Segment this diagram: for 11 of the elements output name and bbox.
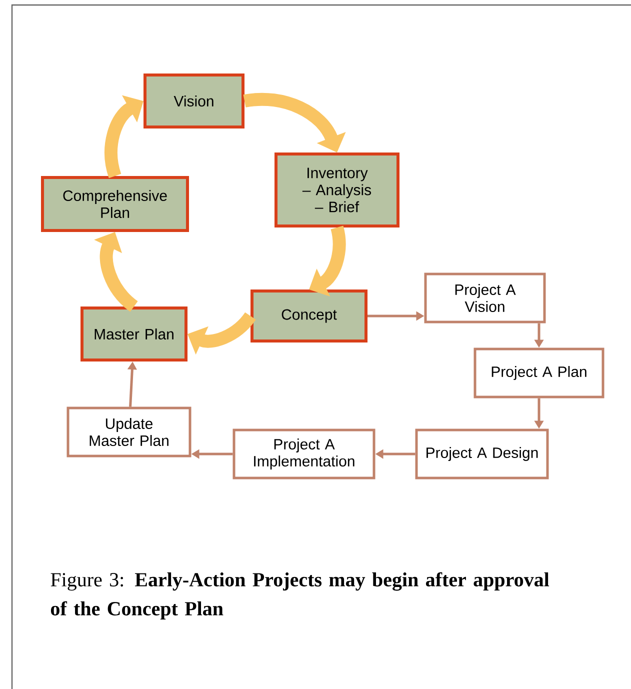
project-box: Project A Implementation <box>232 428 376 480</box>
stage-box: Inventory – Analysis – Brief <box>274 152 400 228</box>
project-box: Project A Vision <box>424 272 546 324</box>
project-box: Project A Plan <box>474 348 604 398</box>
figure-caption: Figure 3: Early-Action Projects may begin after approval of the Concept Plan <box>50 572 550 620</box>
project-box: Project A Design <box>415 428 549 480</box>
stage-box: Master Plan <box>80 306 188 362</box>
stage-box: Concept <box>250 290 368 342</box>
stage-box: Vision <box>144 74 244 128</box>
stage-box: Comprehensive Plan <box>41 176 189 232</box>
project-box: Update Master Plan <box>66 406 192 458</box>
